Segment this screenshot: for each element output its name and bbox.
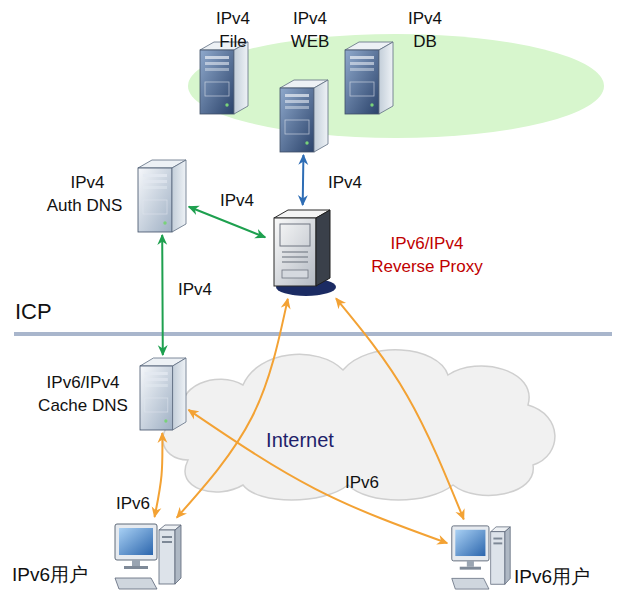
user-computer-icon-part bbox=[175, 525, 181, 584]
user-computer-icon-part bbox=[452, 578, 489, 589]
server-icon-part bbox=[145, 372, 168, 375]
user-computer-icon-part bbox=[162, 536, 172, 538]
server-icon-part bbox=[345, 50, 379, 114]
node-label: IPv4 WEB bbox=[285, 8, 335, 54]
user-computer-icon-part bbox=[162, 541, 172, 543]
server-icon-part bbox=[143, 200, 167, 214]
protocol-label: IPv6 bbox=[345, 472, 379, 495]
reverse-proxy: IPv6/IPv4 Reverse Proxy bbox=[268, 208, 336, 296]
connection-arrow bbox=[189, 207, 265, 238]
proxy-server-icon-part bbox=[282, 261, 308, 262]
connection-arrow bbox=[161, 235, 164, 355]
server-icon-part bbox=[138, 168, 172, 232]
server-icon-part bbox=[350, 68, 374, 71]
server-icon-part bbox=[163, 221, 166, 224]
proxy-server-icon-part bbox=[282, 256, 308, 257]
connection-arrow bbox=[302, 155, 305, 205]
proxy-server-icon-part bbox=[282, 251, 308, 252]
server-icon-part bbox=[350, 62, 374, 65]
server-icon-part bbox=[173, 358, 186, 430]
node-label: IPv4 DB bbox=[400, 8, 450, 54]
node-label: IPv4 Auth DNS bbox=[46, 172, 123, 218]
server-icon-part bbox=[225, 103, 228, 106]
server-icon-part bbox=[350, 56, 374, 59]
protocol-label: IPv4 bbox=[178, 279, 212, 302]
user-computer-icon-part bbox=[493, 542, 502, 544]
server-icon-part bbox=[234, 42, 248, 114]
server-icon-part bbox=[172, 160, 186, 232]
ipv6-user: IPv6用户 bbox=[450, 522, 512, 592]
proxy-server-icon-part bbox=[316, 210, 330, 286]
user-computer-icon-part bbox=[119, 528, 153, 555]
server-icon-part bbox=[205, 56, 229, 59]
auth-dns-server: IPv4 Auth DNS bbox=[138, 160, 186, 232]
user-computer-icon-part bbox=[493, 538, 502, 540]
server-icon bbox=[200, 42, 248, 114]
node-label: IPv6用户 bbox=[12, 562, 112, 588]
boundary-line bbox=[14, 332, 612, 336]
protocol-label: IPv6 bbox=[116, 493, 150, 516]
ipv6-user: IPv6用户 bbox=[113, 520, 183, 592]
server-icon-part bbox=[285, 100, 309, 103]
server-icon-part bbox=[143, 174, 167, 177]
connection-arrow bbox=[155, 433, 163, 517]
internet-cloud-part bbox=[163, 350, 555, 500]
web-server: IPv4 WEB bbox=[280, 80, 328, 152]
server-icon-part bbox=[305, 141, 308, 144]
zone-label: ICP bbox=[15, 297, 52, 327]
server-icon-part bbox=[285, 94, 309, 97]
user-computer-icon-part bbox=[132, 560, 140, 566]
user-computer-icon-part bbox=[460, 567, 481, 570]
server-icon-part bbox=[205, 68, 229, 71]
server-icon-part bbox=[314, 80, 328, 152]
server-icon bbox=[280, 80, 328, 152]
node-label: IPv4 File bbox=[208, 8, 258, 54]
protocol-label: IPv4 bbox=[220, 190, 254, 213]
user-computer-icon bbox=[450, 522, 512, 592]
server-icon-part bbox=[379, 42, 393, 114]
server-icon-part bbox=[145, 384, 168, 387]
node-label: Internet bbox=[248, 427, 352, 454]
server-icon-part bbox=[350, 82, 374, 96]
user-computer-icon-part bbox=[452, 526, 489, 561]
node-label: IPv6/IPv4 Reverse Proxy bbox=[368, 233, 486, 279]
proxy-server-icon bbox=[268, 208, 336, 296]
user-computer-icon-part bbox=[115, 578, 157, 589]
server-icon-part bbox=[280, 88, 314, 152]
server-icon bbox=[345, 42, 393, 114]
server-icon-part bbox=[140, 366, 173, 430]
db-server: IPv4 DB bbox=[345, 42, 393, 114]
server-icon-part bbox=[200, 50, 234, 114]
user-computer-icon-part bbox=[115, 524, 157, 560]
user-computer-icon bbox=[113, 520, 183, 592]
node-label: IPv6用户 bbox=[514, 564, 629, 590]
server-icon bbox=[140, 358, 186, 430]
server-icon-part bbox=[145, 398, 168, 412]
server-icon-part bbox=[143, 186, 167, 189]
server-icon-part bbox=[143, 180, 167, 183]
file-server: IPv4 File bbox=[200, 42, 248, 114]
server-icon-part bbox=[205, 82, 229, 96]
server-icon-part bbox=[145, 378, 168, 381]
server-icon-part bbox=[285, 120, 309, 134]
server-icon-part bbox=[164, 419, 167, 422]
user-computer-icon-part bbox=[124, 566, 148, 569]
server-icon bbox=[138, 160, 186, 232]
proxy-server-icon-part bbox=[274, 218, 316, 286]
user-computer-icon-part bbox=[491, 532, 505, 585]
cache-dns-server: IPv6/IPv4 Cache DNS bbox=[140, 358, 186, 430]
proxy-server-icon-part bbox=[282, 270, 308, 278]
proxy-server-icon-part bbox=[280, 224, 310, 246]
user-computer-icon-part bbox=[455, 530, 485, 556]
user-computer-icon-part bbox=[467, 561, 474, 567]
server-icon-part bbox=[285, 106, 309, 109]
user-computer-icon-part bbox=[159, 530, 175, 584]
node-label: IPv6/IPv4 Cache DNS bbox=[35, 372, 131, 418]
server-zone bbox=[188, 34, 604, 138]
server-icon-part bbox=[370, 103, 373, 106]
server-icon-part bbox=[205, 62, 229, 65]
protocol-label: IPv4 bbox=[328, 172, 362, 195]
user-computer-icon-part bbox=[505, 527, 510, 584]
